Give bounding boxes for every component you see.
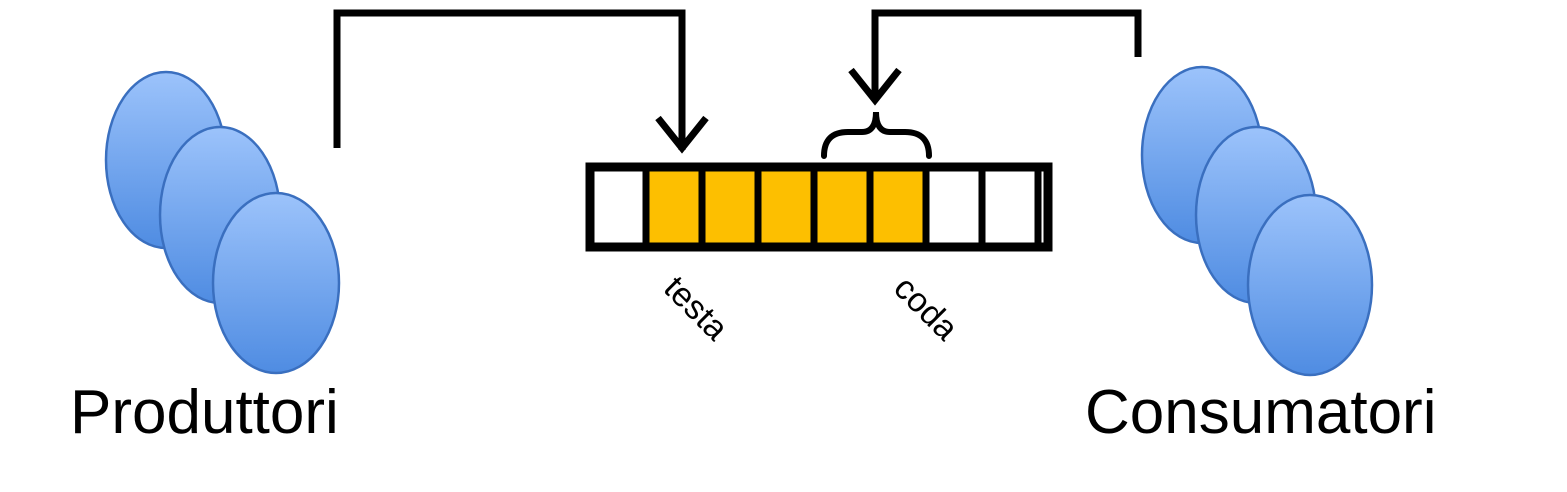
tail-brace: [821, 111, 932, 159]
buffer-slot: [866, 163, 930, 251]
buffer-outline: [585, 162, 1053, 252]
consumer-arrowhead: [848, 67, 902, 106]
buffer-slot: [978, 163, 1042, 251]
buffer-slot: [810, 163, 874, 251]
buffer-slot: [922, 163, 986, 251]
producer-processes: [104, 70, 341, 375]
consumer-arrow: [848, 9, 1142, 106]
buffer-slot: [754, 163, 818, 251]
producer-process-3: [211, 191, 341, 375]
producers-label: Produttori: [70, 378, 339, 447]
consumer-process-3: [1246, 193, 1374, 377]
circular-buffer: [585, 162, 1053, 252]
head-label: testa: [656, 269, 735, 348]
producer-arrowhead: [655, 115, 709, 154]
producer-arrow: [333, 9, 709, 154]
buffer-slot: [586, 163, 650, 251]
tail-label: coda: [886, 269, 965, 348]
consumer-arrow-line: [871, 9, 1142, 100]
consumer-processes: [1140, 65, 1374, 377]
consumers-label: Consumatori: [1085, 378, 1436, 447]
buffer-slot: [642, 163, 706, 251]
producer-arrow-line: [333, 9, 686, 150]
buffer-slot: [698, 163, 762, 251]
